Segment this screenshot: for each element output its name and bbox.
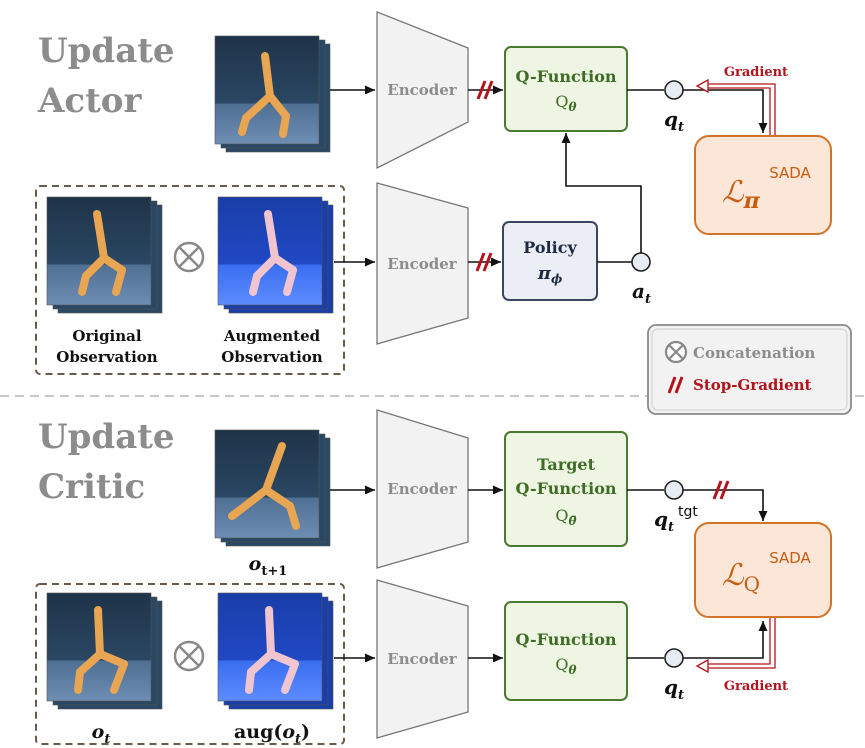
observation-frames-original: [46, 196, 163, 314]
section-title-critic-line1: Update: [38, 417, 175, 457]
walker-figure: [245, 606, 299, 694]
encoder-critic-bottom: Encoder: [376, 579, 469, 739]
legend-stop-gradient-label: Stop-Gradient: [693, 376, 812, 394]
observation-frames-next: [214, 429, 331, 547]
label-original-line2: Observation: [56, 348, 158, 366]
legend-concat-icon: [664, 340, 688, 364]
walker-figure: [249, 210, 297, 296]
arrow-qt-to-loss-actor: [683, 89, 768, 133]
concatenation-icon: [173, 640, 205, 672]
walker-figure: [74, 606, 128, 694]
observation-frames-critic: [46, 592, 163, 710]
svg-text:Encoder: Encoder: [387, 81, 458, 99]
encoder-actor-top: Encoder: [376, 11, 469, 170]
svg-text:Encoder: Encoder: [387, 255, 458, 273]
observation-frames-critic-aug: [217, 592, 334, 710]
loss-box-actor: ℒπ SADA: [694, 135, 832, 235]
label-augmented-line2: Observation: [221, 348, 323, 366]
legend-concat-label: Concatenation: [693, 344, 815, 362]
gradient-label-critic: Gradient: [724, 679, 788, 694]
gradient-label-actor: Gradient: [724, 65, 788, 80]
svg-text:Q-Function: Q-Function: [515, 630, 616, 649]
svg-text:Encoder: Encoder: [387, 650, 458, 668]
policy-box: Policy πϕ: [502, 221, 598, 301]
arrow-qt-to-loss-critic: [683, 621, 768, 659]
svg-text:SADA: SADA: [769, 549, 811, 567]
walker-figure: [228, 442, 300, 530]
section-title-critic-line2: Critic: [38, 467, 145, 507]
svg-text:Qθ: Qθ: [555, 92, 576, 114]
stop-gradient-icon: [712, 480, 730, 500]
stop-gradient-icon: [475, 252, 493, 272]
svg-text:Q-Function: Q-Function: [515, 67, 616, 86]
loss-box-critic: ℒQ SADA: [694, 522, 832, 618]
gradient-arrow-actor: [695, 78, 776, 136]
observation-frames-augmented: [217, 196, 334, 314]
svg-text:SADA: SADA: [769, 164, 811, 182]
observation-group-actor: [35, 185, 345, 375]
label-original-line1: Original: [72, 327, 141, 345]
label-q-t-tgt-sup: tgt: [678, 504, 698, 520]
label-aug-obs: aug(ot): [234, 721, 310, 747]
legend-box: [647, 324, 852, 415]
section-title-actor-line1: Update: [38, 31, 175, 71]
node-a-t: [631, 252, 651, 272]
qfunction-box-critic: Q-Function Qθ: [504, 601, 628, 701]
node-q-t-critic: [664, 648, 684, 668]
qfunction-box-actor: Q-Function Qθ: [504, 46, 628, 132]
label-q-t-critic: qt: [664, 675, 684, 703]
svg-text:Target: Target: [537, 455, 596, 474]
target-qfunction-box: Target Q-Function Qθ̄: [504, 431, 628, 547]
label-augmented-line1: Augmented: [223, 327, 321, 345]
svg-text:Q-Function: Q-Function: [515, 479, 616, 498]
node-q-t-actor: [664, 80, 684, 100]
legend-stop-gradient-icon: [667, 376, 684, 394]
encoder-actor-bottom: Encoder: [376, 182, 469, 345]
node-q-t-tgt: [664, 480, 684, 500]
section-title-actor-line2: Actor: [37, 81, 142, 121]
observation-frames-actor: [214, 35, 331, 153]
label-obs: ot: [92, 721, 111, 747]
label-next-obs: ot+1: [249, 553, 288, 579]
label-q-t-tgt: qt: [654, 507, 674, 535]
encoder-critic-top: Encoder: [376, 409, 469, 569]
svg-text:Encoder: Encoder: [387, 480, 458, 498]
arrow-at-to-qfunction: [561, 133, 642, 253]
svg-text:Qθ̄: Qθ̄: [555, 506, 576, 528]
arrow-qtgt-to-loss: [683, 489, 768, 521]
svg-text:ℒπ: ℒπ: [722, 175, 761, 214]
svg-text:Qθ: Qθ: [555, 655, 576, 677]
concatenation-icon: [173, 241, 205, 273]
svg-text:ℒQ: ℒQ: [722, 558, 760, 596]
walker-figure: [78, 210, 126, 296]
svg-text:Policy: Policy: [523, 238, 577, 257]
observation-group-critic: [35, 583, 345, 745]
label-a-t: at: [632, 279, 651, 307]
svg-text:πϕ: πϕ: [537, 263, 563, 286]
label-q-t-actor: qt: [664, 107, 684, 135]
walker-figure: [238, 52, 290, 138]
stop-gradient-icon: [476, 80, 494, 100]
gradient-arrow-critic: [695, 618, 776, 674]
